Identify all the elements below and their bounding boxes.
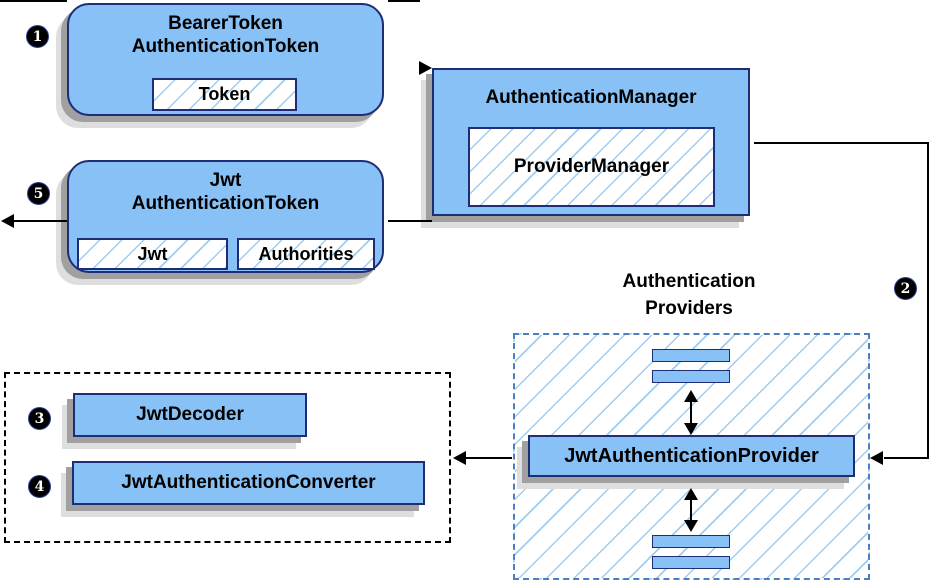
provider-to-decoder-line — [465, 457, 512, 459]
jwt-token-title-line1: Jwt — [209, 170, 242, 191]
authorities-chip: Authorities — [237, 238, 375, 270]
step-4-badge: 4 — [28, 475, 51, 498]
jwt-authentication-provider-node: JwtAuthenticationProvider — [528, 435, 855, 477]
other-provider-bar — [652, 370, 730, 383]
token-out-line — [13, 220, 67, 222]
jwt-authentication-token-node: Jwt AuthenticationToken Jwt Authorities — [67, 160, 384, 273]
bearer-token-title-line1: BearerToken — [168, 13, 283, 34]
provider-to-decoder-arrowhead-icon — [453, 451, 466, 465]
provider-manager-chip: ProviderManager — [468, 127, 715, 207]
token-out-arrowhead-icon — [1, 214, 14, 228]
other-provider-bar — [652, 349, 730, 362]
jwt-chip: Jwt — [77, 238, 228, 270]
token-chip: Token — [152, 78, 297, 111]
double-arrow-top-line — [690, 400, 692, 426]
manager-to-provider-line-right — [927, 142, 929, 459]
authentication-manager-node: AuthenticationManager ProviderManager — [432, 68, 750, 216]
step-1-badge: 1 — [26, 25, 49, 48]
step-3-badge: 3 — [28, 407, 51, 430]
jwt-token-title-line2: AuthenticationToken — [131, 193, 320, 214]
providers-label-line1: Authentication — [622, 271, 756, 292]
providers-label-line2: Providers — [645, 298, 733, 319]
double-arrow-top-down-icon — [684, 423, 698, 435]
manager-to-jwt-token-line — [388, 220, 432, 222]
step-5-badge: 5 — [27, 182, 50, 205]
request-in-line — [0, 0, 67, 2]
jwt-decoder-node: JwtDecoder — [73, 393, 307, 437]
double-arrow-top-up-icon — [684, 390, 698, 402]
decoder-converter-container — [4, 372, 451, 543]
jwt-authentication-converter-node: JwtAuthenticationConverter — [72, 461, 425, 505]
bearer-token-title-line2: AuthenticationToken — [131, 36, 320, 57]
double-arrow-bottom-down-icon — [684, 520, 698, 532]
double-arrow-bottom-up-icon — [684, 488, 698, 500]
authentication-providers-label: Authentication Providers — [589, 268, 789, 322]
other-provider-bar — [652, 556, 730, 569]
authentication-manager-title: AuthenticationManager — [485, 87, 697, 108]
bearer-to-manager-arrowhead-icon — [419, 61, 432, 75]
other-provider-bar — [652, 535, 730, 548]
manager-to-provider-line-top — [754, 142, 929, 144]
bearer-to-manager-line — [388, 0, 420, 2]
bearer-token-authentication-token-node: BearerToken AuthenticationToken Token — [67, 3, 384, 116]
manager-to-provider-arrowhead-icon — [870, 451, 883, 465]
manager-to-provider-line-bottom — [884, 457, 929, 459]
double-arrow-bottom-line — [690, 498, 692, 523]
step-2-badge: 2 — [894, 277, 917, 300]
